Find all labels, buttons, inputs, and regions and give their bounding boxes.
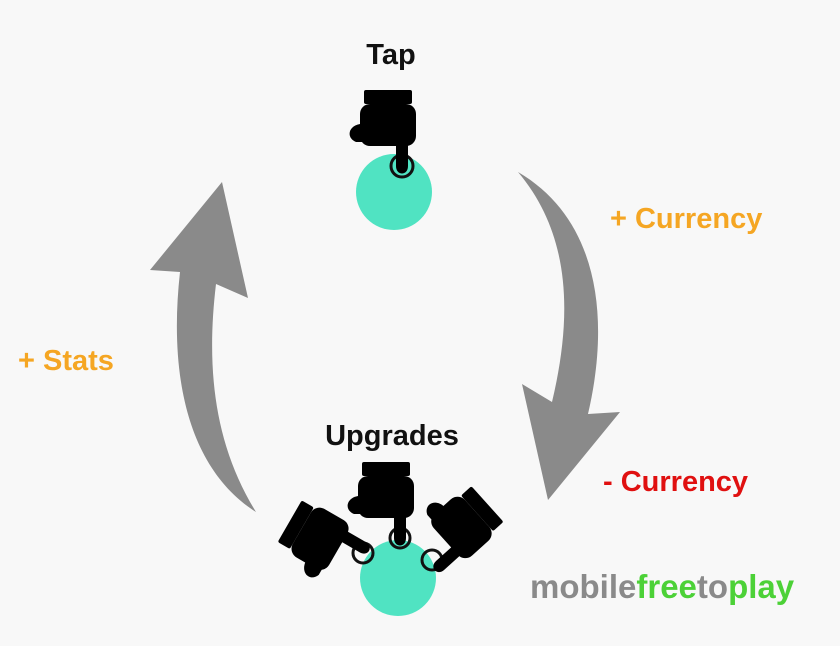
upgrades-circle xyxy=(360,540,436,616)
plus-currency-label: + Currency xyxy=(610,203,762,235)
stats-flow-arrow xyxy=(150,182,256,512)
brand-logo: mobilefreetoplay xyxy=(530,568,795,605)
brand-part-play: play xyxy=(728,568,795,605)
tap-label: Tap xyxy=(366,39,415,71)
minus-currency-label: - Currency xyxy=(603,466,748,498)
brand-part-mobile: mobile xyxy=(530,568,636,605)
upgrades-label: Upgrades xyxy=(325,420,459,452)
upgrade-hand-center-icon xyxy=(347,462,414,546)
currency-flow-arrow xyxy=(518,172,620,500)
plus-stats-label: + Stats xyxy=(18,345,114,377)
brand-part-free: free xyxy=(636,568,697,605)
tap-circle xyxy=(356,154,432,230)
brand-part-to: to xyxy=(697,568,728,605)
